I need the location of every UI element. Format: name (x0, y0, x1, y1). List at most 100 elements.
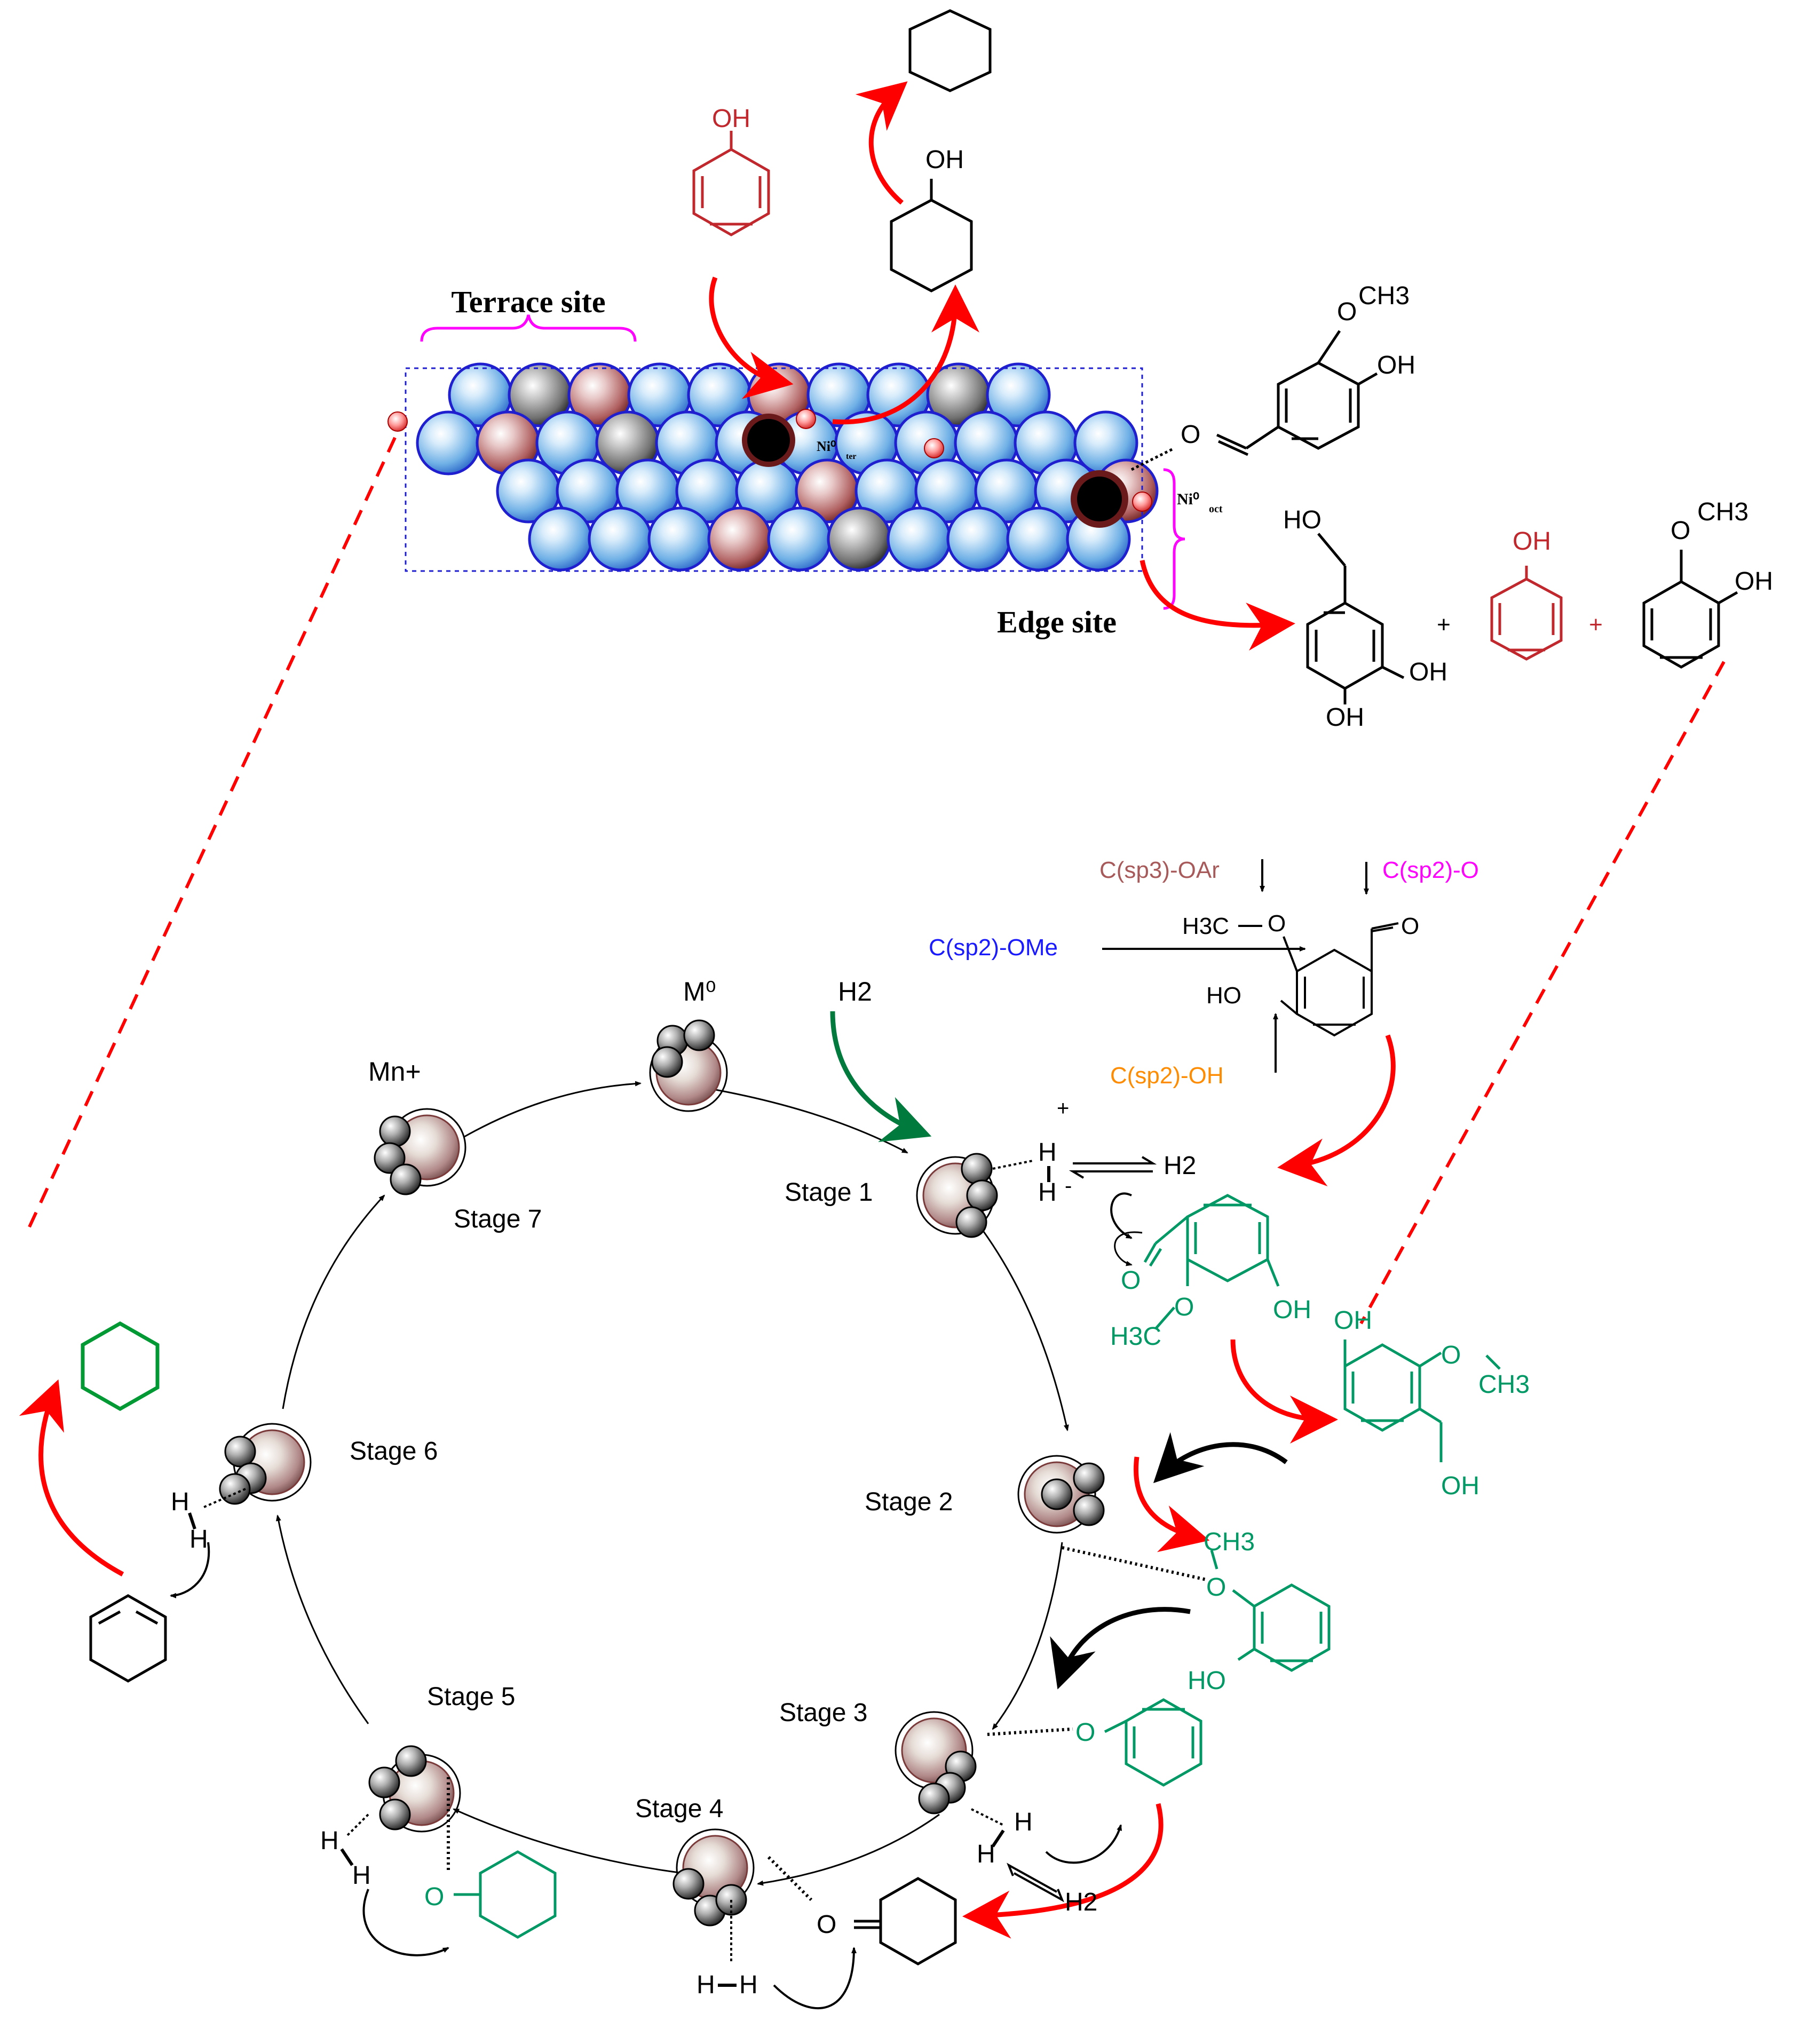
cyclohexene (89, 1594, 167, 1683)
stage-4-label: Stage 4 (635, 1795, 723, 1823)
stage-2-label: Stage 2 (865, 1488, 953, 1516)
stage3-h1: H (1014, 1808, 1033, 1836)
mn-label: Mn+ (368, 1057, 421, 1087)
surface-atom (416, 410, 481, 475)
stage5-o: O (424, 1883, 444, 1911)
bond-label-sp3-oar: C(sp3)-OAr (1099, 857, 1220, 883)
stage1-minus: - (1065, 1174, 1072, 1198)
model-compound-bonds (1102, 859, 1399, 1073)
stage6-h1: H (171, 1488, 189, 1516)
phenol-oh: OH (712, 105, 750, 133)
metal-cluster-atom (224, 1436, 256, 1468)
product-arrow (1140, 560, 1295, 651)
dashed-connector-right (1359, 661, 1726, 1325)
metal-cluster-atom (390, 1163, 422, 1195)
vanillin-ome-o: O (1337, 298, 1357, 326)
active-ni-edge (1071, 470, 1128, 528)
surface-atom (528, 506, 593, 572)
cyclohexanol (890, 179, 973, 292)
stage4-h: H (697, 1971, 715, 1999)
surface-atom (647, 506, 713, 572)
cyclohexene-to-cyclohexane-arrow (19, 1379, 124, 1576)
stage5-bonds (340, 1813, 449, 1956)
int1-curly-arrow (1114, 1231, 1143, 1266)
plus-1: + (1437, 612, 1451, 638)
model-o2: O (1401, 913, 1419, 939)
int3-adsorb-arrow (1050, 1607, 1191, 1690)
adsorbed-h-atom (796, 409, 816, 429)
product3-o: O (1671, 517, 1690, 545)
metal-cluster-atom (961, 1153, 993, 1185)
cyclohexane-product-top (908, 9, 992, 92)
cyclohexyloxy (454, 1850, 557, 1939)
plus-2: + (1589, 612, 1603, 638)
metal-cluster-atom (651, 1046, 683, 1078)
cycle-metals (219, 1019, 1105, 1927)
metal-cluster-atom (1073, 1494, 1105, 1526)
int3-ho: HO (1188, 1667, 1226, 1695)
stage4-bonds (718, 1900, 857, 2010)
metal-cluster-atom (379, 1115, 411, 1147)
ni-terrace-label: Ni⁰ (817, 439, 836, 454)
product-guaiacol (1642, 550, 1738, 669)
metal-cluster-atom (1073, 1462, 1105, 1494)
metal-cluster-atom (955, 1206, 987, 1238)
vanillin-oh: OH (1377, 351, 1415, 379)
surface-atom (707, 506, 772, 572)
product1-oh1: OH (1409, 658, 1447, 686)
stage5-h2: H (352, 1861, 371, 1890)
terrace-site-label: Terrace site (451, 284, 605, 319)
product-phenol (1490, 566, 1563, 661)
hydrogenation-arrow (832, 284, 979, 425)
metal-cluster-atom (683, 1019, 715, 1051)
cyclohexane-product-green (81, 1321, 160, 1412)
stage-6-label: Stage 6 (350, 1437, 438, 1465)
int3-ch3: CH3 (1204, 1528, 1255, 1556)
surface-atom (588, 506, 653, 572)
surface-atom (946, 506, 1011, 572)
phenol-adsorb-arrow (709, 276, 794, 399)
intermediate-2 (1343, 1339, 1501, 1462)
cyclohexanone (854, 1877, 957, 1965)
vanillin-aldehyde-o: O (1181, 421, 1200, 449)
ni-edge-sub: oct (1209, 503, 1223, 515)
metal-cluster-atom (966, 1179, 998, 1211)
bond-label-sp2-ome: C(sp2)-OMe (929, 934, 1058, 961)
metal-cluster-atom (379, 1798, 411, 1830)
int1-to-int2-arrow (1230, 1339, 1338, 1444)
int4-o: O (1075, 1718, 1095, 1747)
stage-5-label: Stage 5 (427, 1683, 515, 1711)
terrace-brace (420, 314, 637, 342)
metal-cluster-atom (374, 1142, 406, 1174)
int2-adsorb-arrow (1153, 1432, 1288, 1484)
metal-cluster-atom (1041, 1478, 1073, 1510)
stage3-bonds (971, 1808, 1122, 1903)
int3-o: O (1206, 1573, 1226, 1602)
int1-o: O (1121, 1266, 1141, 1295)
stage-1-label: Stage 1 (785, 1178, 873, 1207)
stage5-h1: H (320, 1827, 339, 1855)
stage3-to-stage4-arrow (962, 1803, 1164, 1939)
edge-site-label: Edge site (997, 605, 1117, 639)
stage1-plus: + (1057, 1097, 1069, 1120)
vanillin-adsorbed (1130, 330, 1378, 471)
stage6-bonds (170, 1488, 246, 1598)
phenol-reactant (692, 131, 770, 236)
int2-oh: OH (1334, 1306, 1372, 1335)
stage-3-label: Stage 3 (779, 1699, 867, 1727)
stage1-bonds (992, 1156, 1157, 1239)
model-h3c: H3C (1182, 913, 1229, 939)
metal-cluster-atom (672, 1868, 705, 1900)
int3-dotted-bond (1062, 1546, 1207, 1581)
catalyst-surface (387, 362, 1159, 572)
stage1-hminus: H (1038, 1178, 1057, 1207)
metal-cluster-atom (219, 1473, 251, 1505)
stage1-h: H (1038, 1138, 1057, 1167)
int1-h3c: H3C (1110, 1322, 1161, 1351)
surface-atom (887, 506, 952, 572)
cyclohexanol-oh: OH (925, 146, 964, 174)
metal-cluster-atom (368, 1766, 400, 1798)
stage2-red-arrow (1134, 1456, 1210, 1552)
surface-atom (767, 506, 832, 572)
